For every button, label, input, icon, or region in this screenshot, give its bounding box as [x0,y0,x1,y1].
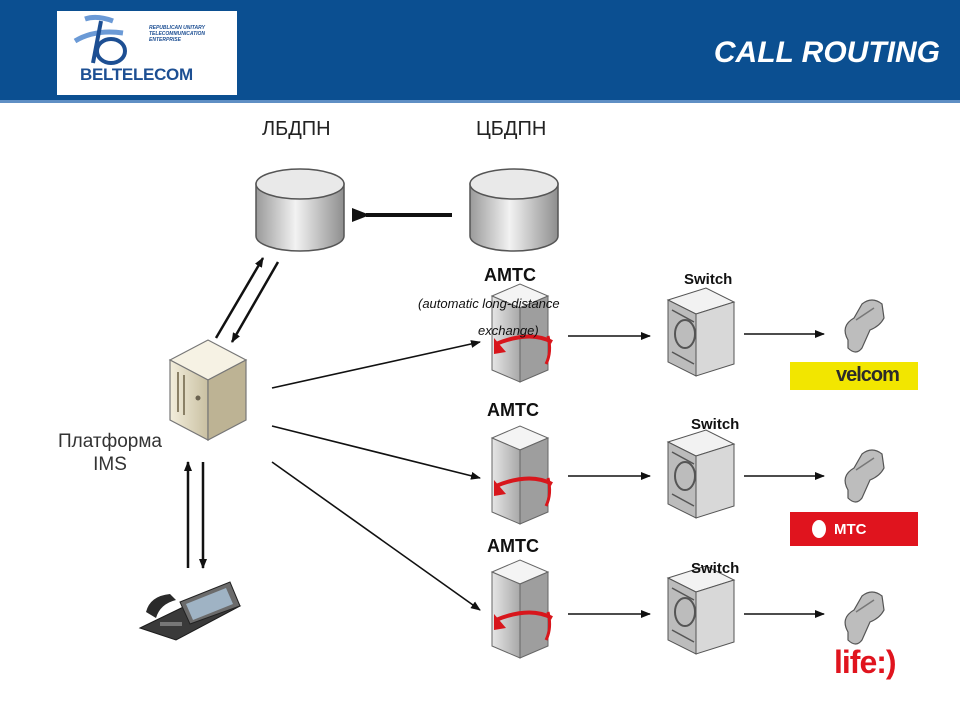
header-divider [0,100,960,103]
velcom-logo-text: velcom [836,364,900,386]
switch-icon [666,565,736,655]
switch-label-1: Switch [684,271,733,288]
logo-subtitle: REPUBLICAN UNITARY TELECOMMUNICATION ENT… [149,25,206,43]
ims-server-icon [168,339,248,441]
amtc-label-2: AMTC [487,400,539,420]
route-arrow-2 [271,425,481,480]
amtc-note-line1: (automatic long-distance [418,296,560,311]
platform-label-line2: IMS [93,454,127,475]
amtc-label-1: AMTC [484,265,536,285]
db-to-platform-arrow [230,261,280,343]
handset-icon [844,299,885,353]
mts-logo: МТС [790,512,918,546]
velcom-logo: velcom [790,362,918,390]
mts-egg-icon [812,520,826,538]
amtc-exchange-icon [490,559,553,659]
life-logo: life:) [834,644,897,680]
amtc-exchange-icon [490,425,553,525]
switch-icon [666,429,736,519]
handset-icon [844,591,885,645]
logo-mark-icon [73,14,127,65]
platform-label-line1: Платформа [58,431,162,452]
beltelecom-logo: REPUBLICAN UNITARY TELECOMMUNICATION ENT… [57,11,237,95]
amtc-label-3: AMTC [487,536,539,556]
database-label-lbdpn: ЛБДПН [262,118,331,140]
database-cbdpn-icon [469,168,559,252]
platform-to-db-arrow [214,257,265,339]
page-title: CALL ROUTING [713,36,940,69]
handset-icon [844,449,885,503]
platform-label: Платформа IMS [48,430,172,476]
amtc-exchange-icon [490,283,553,383]
switch-icon [666,287,736,377]
route-arrow-3 [271,461,481,611]
switch-label-3: Switch [691,560,740,577]
switch-label-2: Switch [691,416,740,433]
ip-phone-icon [138,581,242,641]
database-lbdpn-icon [255,168,345,252]
route-arrow-1 [271,340,481,389]
logo-name: BELTELECOM [80,65,193,84]
amtc-note-line2: exchange) [478,323,539,338]
database-label-cbdpn: ЦБДПН [476,118,547,140]
mts-logo-text: МТС [834,521,867,538]
